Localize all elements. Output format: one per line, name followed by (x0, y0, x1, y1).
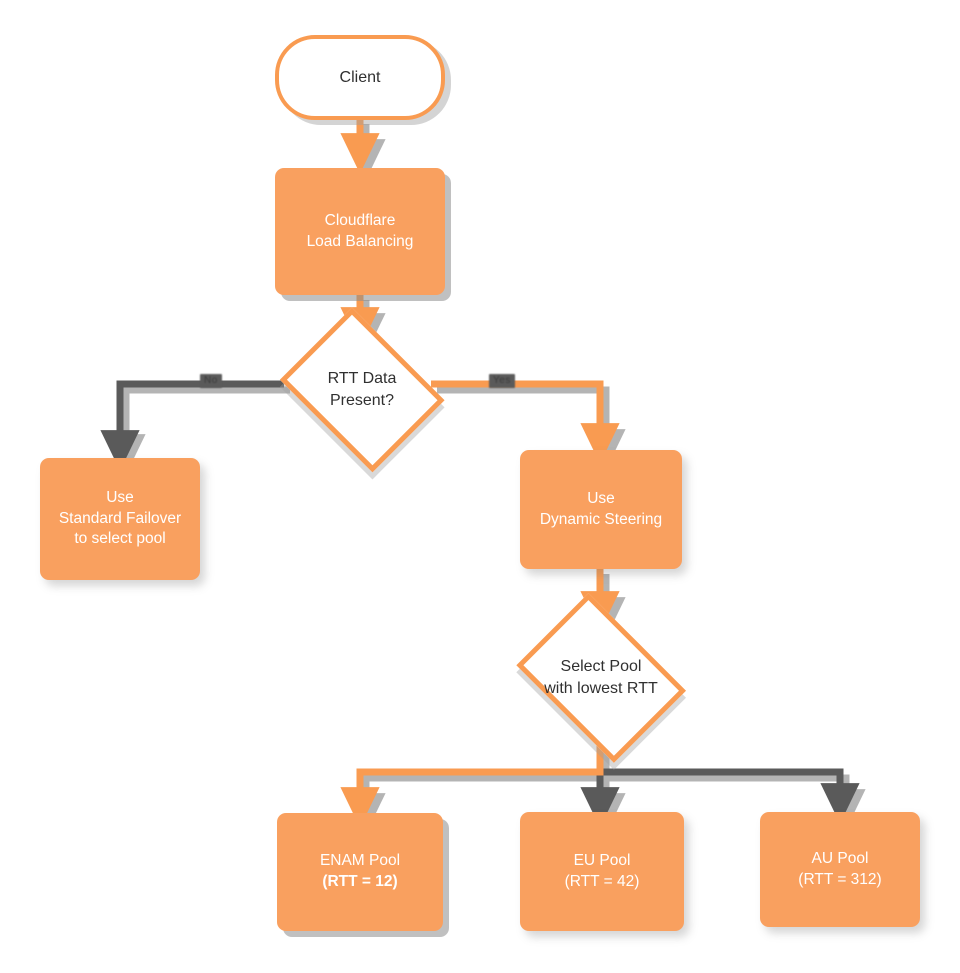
node-au-pool[interactable]: AU Pool (RTT = 312) (760, 812, 920, 927)
edge-select_pool-to-au (600, 768, 860, 824)
node-rtt_check-label: RTT Data Present? (327, 370, 397, 409)
node-au-label: AU Pool (RTT = 312) (798, 849, 882, 888)
node-enam-pool[interactable]: ENAM Pool (RTT = 12) (277, 813, 443, 931)
edge-group-inactive (100, 380, 860, 828)
node-lb-label: Cloudflare Load Balancing (306, 211, 414, 250)
node-enam-label: ENAM Pool (RTT = 12) (319, 852, 401, 890)
node-failover-label: Use Standard Failover to select pool (58, 488, 182, 548)
node-standard-failover[interactable]: Use Standard Failover to select pool (40, 458, 200, 580)
node-select_pool-label: Select Pool with lowest RTT (544, 658, 658, 697)
node-eu-label: EU Pool (RTT = 42) (564, 851, 640, 890)
node-dynamic-steering[interactable]: Use Dynamic Steering (520, 450, 682, 569)
edge-label-no: No (200, 374, 222, 388)
node-cloudflare-load-balancing[interactable]: Cloudflare Load Balancing (275, 168, 445, 295)
node-dynamic-label: Use Dynamic Steering (539, 489, 663, 528)
edge-rtt_check-to-dynamic (431, 380, 620, 464)
edge-rtt_check-to-failover (100, 380, 284, 471)
edge-label-yes: Yes (489, 374, 515, 388)
node-eu-pool[interactable]: EU Pool (RTT = 42) (520, 812, 684, 931)
node-client[interactable]: Client (275, 35, 445, 120)
node-client-label: Client (339, 68, 381, 86)
edge-select_pool-to-enam (340, 736, 604, 828)
node-select-pool-decision[interactable]: Select Pool with lowest RTT (511, 593, 691, 763)
node-rtt-data-present-decision[interactable]: RTT Data Present? (277, 307, 447, 473)
edge-shadows (106, 124, 866, 834)
